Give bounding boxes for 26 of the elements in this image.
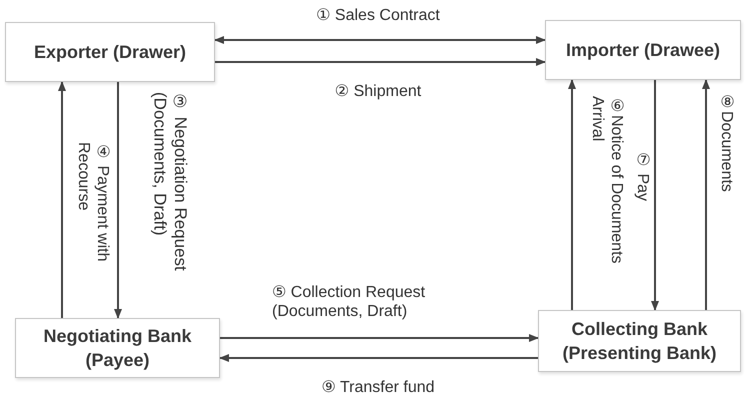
arrow bbox=[568, 79, 576, 310]
edge-label: ⑥Notice of Documents Arrival bbox=[588, 96, 626, 264]
edge-label: ⑧Documents bbox=[717, 92, 736, 194]
edge-label: ④ Payment with Recourse bbox=[74, 142, 112, 264]
party-box bbox=[538, 310, 741, 372]
arrow bbox=[214, 36, 546, 44]
arrow bbox=[219, 354, 538, 362]
party-name: Importer (Drawee) bbox=[566, 38, 720, 62]
arrow bbox=[220, 334, 539, 342]
edge-label: ② Shipment bbox=[334, 82, 422, 102]
arrow bbox=[114, 82, 122, 319]
party-name: Collecting Bank (Presenting Bank) bbox=[561, 318, 718, 365]
edge-label: ⑨ Transfer fund bbox=[320, 378, 436, 398]
party-box bbox=[5, 22, 215, 82]
edge-label: ⑦ Pay bbox=[633, 150, 652, 204]
edge-label: ⑤ Collection Request (Documents, Draft) bbox=[272, 283, 426, 322]
party-name: Negotiating Bank (Payee) bbox=[42, 324, 192, 372]
edge-label: ① Sales Contract bbox=[315, 6, 441, 26]
party-name: Exporter (Drawer) bbox=[34, 40, 186, 64]
arrow bbox=[702, 79, 710, 310]
party-box bbox=[15, 318, 220, 378]
edge-label: ③ Negotiation Request (Documents, Draft) bbox=[150, 92, 190, 273]
arrow bbox=[215, 58, 546, 66]
party-box bbox=[545, 20, 741, 80]
arrow bbox=[58, 81, 66, 318]
arrow bbox=[651, 80, 659, 311]
